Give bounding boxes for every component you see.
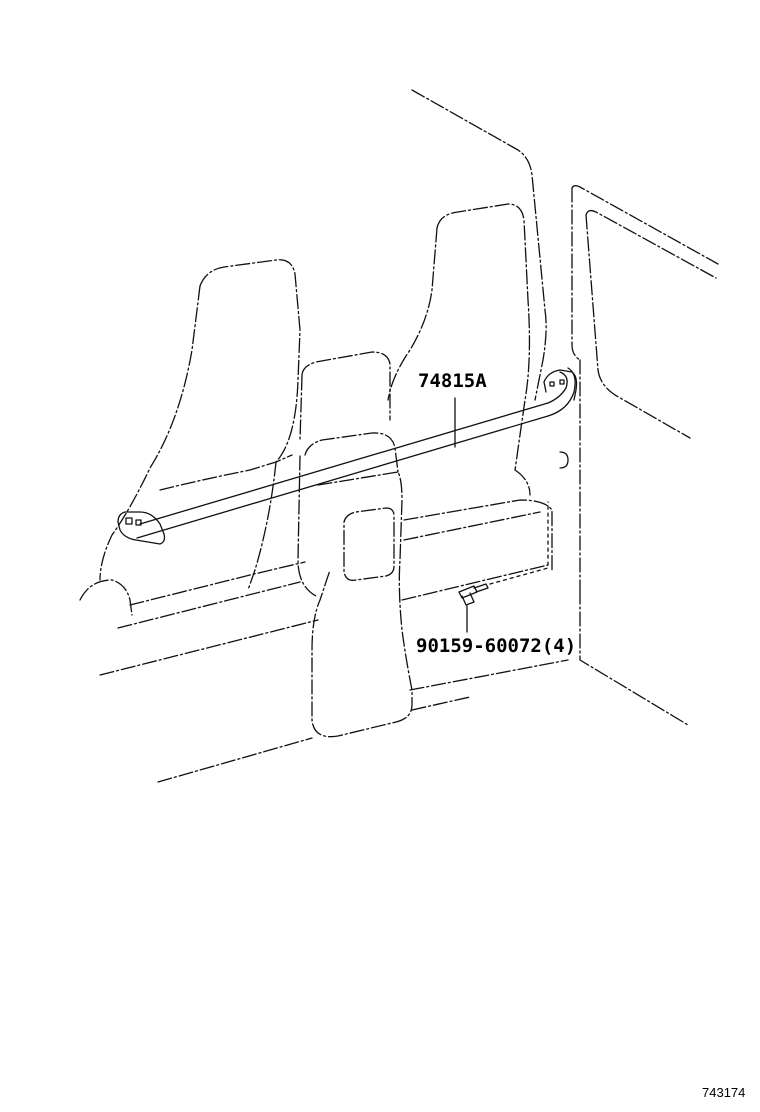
bar-part-label: 74815A (418, 370, 487, 392)
figure-number: 743174 (702, 1085, 746, 1100)
bolt (458, 583, 489, 606)
door-frame (559, 185, 719, 726)
assist-bar (117, 367, 578, 545)
center-console (297, 351, 413, 738)
bolt-part-label: 90159-60072(4) (416, 635, 577, 657)
left-seat (79, 259, 306, 629)
floor-lines (99, 564, 569, 783)
right-seat (387, 203, 553, 571)
cab-roof-edge (411, 89, 547, 401)
